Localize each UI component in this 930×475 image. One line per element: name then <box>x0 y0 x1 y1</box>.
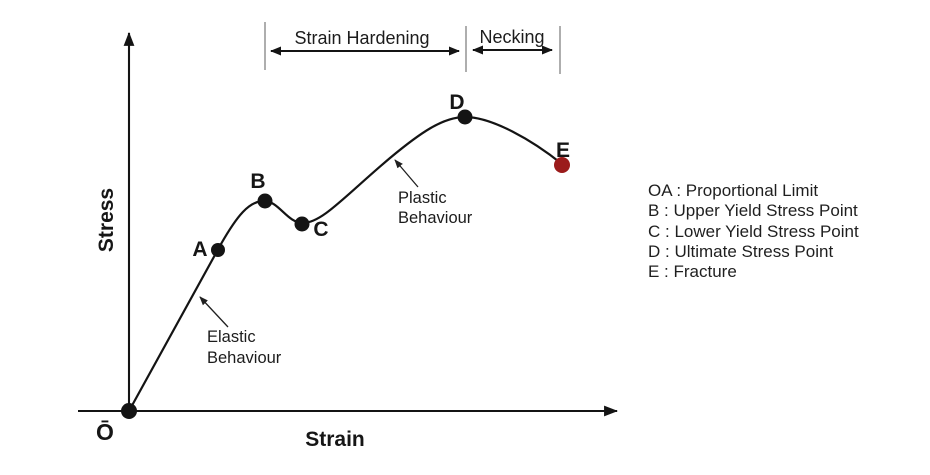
legend-item-c: C : Lower Yield Stress Point <box>648 221 859 241</box>
point-label-d: D <box>449 91 464 114</box>
plastic-leader-arrow <box>394 159 419 188</box>
region-brackets: Strain Hardening Necking <box>264 22 561 74</box>
data-points: A B C D E <box>121 91 570 419</box>
point-label-a: A <box>192 238 207 261</box>
legend-item-b: B : Upper Yield Stress Point <box>648 201 858 221</box>
legend-item-e: E : Fracture <box>648 262 737 282</box>
origin-label: Ō <box>96 419 114 445</box>
point-dot-e-fracture <box>554 157 570 173</box>
annotation-elastic: Elastic Behaviour <box>199 296 282 367</box>
legend-item-d: D : Ultimate Stress Point <box>648 241 834 261</box>
legend-item-oa: OA : Proportional Limit <box>648 181 819 200</box>
point-dot-d <box>457 109 473 125</box>
annotation-plastic: Plastic Behaviour <box>394 159 473 227</box>
point-dot-a <box>211 243 225 257</box>
strain-hardening-label: Strain Hardening <box>294 28 429 48</box>
point-dot-b <box>257 193 273 209</box>
origin-point <box>121 403 137 419</box>
point-dot-c <box>294 216 310 232</box>
stress-strain-curve <box>128 115 563 412</box>
axes: Strain Stress Ō <box>78 31 619 451</box>
x-axis-label: Strain <box>305 428 365 451</box>
plastic-label-line1: Plastic <box>398 189 447 207</box>
legend: OA : Proportional Limit B : Upper Yield … <box>648 181 859 282</box>
elastic-leader-arrow <box>199 296 229 328</box>
point-label-c: C <box>313 218 328 241</box>
elastic-label-line2: Behaviour <box>207 349 282 367</box>
point-label-e: E <box>556 139 570 162</box>
necking-label: Necking <box>479 27 544 47</box>
plastic-label-line2: Behaviour <box>398 209 473 227</box>
elastic-label-line1: Elastic <box>207 328 256 346</box>
y-axis-label: Stress <box>95 188 118 252</box>
point-label-b: B <box>250 170 265 193</box>
